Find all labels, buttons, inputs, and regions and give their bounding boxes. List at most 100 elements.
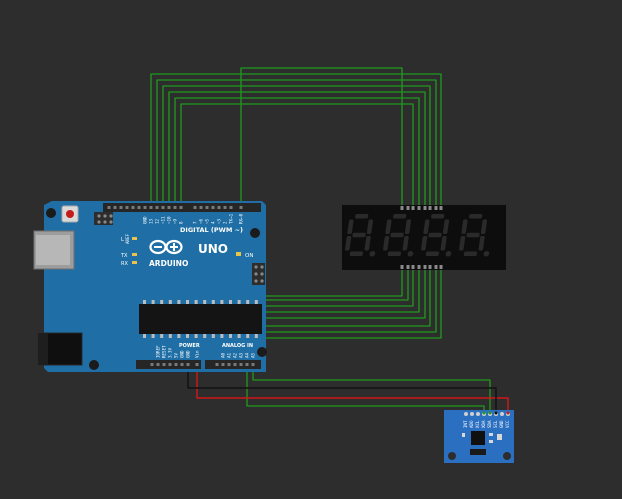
digital-pin-hole[interactable] — [149, 206, 153, 209]
digital-pin-hole[interactable] — [239, 206, 243, 209]
wire-d8[interactable] — [180, 103, 414, 210]
digital-pin-hole[interactable] — [173, 206, 177, 209]
digital-pin-hole[interactable] — [223, 206, 227, 209]
reset-button-cap — [66, 210, 74, 218]
display-pin[interactable] — [406, 265, 410, 269]
digital-pin-label: ~11 — [161, 216, 166, 224]
segment — [428, 232, 442, 238]
chip-leg — [237, 300, 241, 304]
sensor-pin[interactable] — [476, 412, 480, 416]
sensor-smd — [462, 433, 465, 437]
digital-pin-hole[interactable] — [161, 206, 165, 209]
power-pin-hole[interactable] — [195, 363, 199, 366]
display-pin[interactable] — [439, 206, 443, 210]
digital-pin-hole[interactable] — [107, 206, 111, 209]
digital-pin-hole[interactable] — [137, 206, 141, 209]
power-pin-hole[interactable] — [156, 363, 160, 366]
wire-vcc[interactable] — [196, 366, 509, 412]
digital-pin-hole[interactable] — [179, 206, 183, 209]
wire-a4-sda[interactable] — [246, 366, 485, 412]
sensor-pin[interactable] — [470, 412, 474, 416]
decimal-point — [369, 250, 376, 257]
digital-pin-hole[interactable] — [193, 206, 197, 209]
sensor-pin-label: XDA — [481, 420, 486, 428]
analog-pin-hole[interactable] — [221, 363, 225, 366]
sensor-pin[interactable] — [464, 412, 468, 416]
analog-pin-hole[interactable] — [215, 363, 219, 366]
chip-leg — [194, 300, 198, 304]
analog-pin-hole[interactable] — [251, 363, 255, 366]
analog-pin-hole[interactable] — [239, 363, 243, 366]
digital-pin-hole[interactable] — [125, 206, 129, 209]
digital-pin-hole[interactable] — [167, 206, 171, 209]
display-pin[interactable] — [428, 265, 432, 269]
wire-a5-scl[interactable] — [252, 366, 491, 412]
wire-d11[interactable] — [162, 85, 431, 210]
digital-pin-hole[interactable] — [199, 206, 203, 209]
analog-pin-hole[interactable] — [233, 363, 237, 366]
display-pin[interactable] — [434, 265, 438, 269]
wire-d13[interactable] — [150, 73, 442, 210]
chip-leg — [168, 300, 172, 304]
power-pin-hole[interactable] — [180, 363, 184, 366]
chip-leg — [186, 300, 189, 304]
power-pin-hole[interactable] — [174, 363, 178, 366]
digital-pin-label: ~6 — [199, 218, 204, 224]
digital-pin-hole[interactable] — [119, 206, 123, 209]
digital-header-label: DIGITAL (PWM ~) — [180, 226, 243, 234]
wire-d12[interactable] — [156, 79, 437, 210]
power-pin-hole[interactable] — [168, 363, 172, 366]
digital-pin-holes — [107, 206, 243, 209]
sensor-pin-label: INT — [463, 420, 468, 428]
display-pin[interactable] — [406, 206, 410, 210]
sensor-pin[interactable] — [500, 412, 504, 416]
display-pin[interactable] — [411, 206, 415, 210]
chip-leg — [177, 334, 181, 338]
display-pin[interactable] — [428, 206, 432, 210]
segment — [478, 236, 485, 251]
analog-pin-hole[interactable] — [227, 363, 231, 366]
segment — [366, 219, 374, 234]
display-pin[interactable] — [417, 265, 421, 269]
segment — [385, 219, 392, 234]
chip-leg — [143, 300, 146, 304]
wire-d10[interactable] — [168, 91, 426, 210]
chip-leg — [168, 334, 172, 338]
wire-d2[interactable] — [240, 67, 403, 210]
analog-pin-label: A4 — [245, 352, 250, 358]
digital-pin-label: TX→1 — [229, 213, 234, 224]
digital-pin-hole[interactable] — [143, 206, 147, 209]
display-pin[interactable] — [400, 206, 404, 210]
seven-segment-display[interactable]: 8.8.8.8. — [342, 205, 506, 270]
display-pin[interactable] — [434, 206, 438, 210]
digital-pin-hole[interactable] — [211, 206, 215, 209]
power-pin-hole[interactable] — [150, 363, 154, 366]
digital-pin-hole[interactable] — [131, 206, 135, 209]
digital-pin-hole[interactable] — [205, 206, 209, 209]
digital-pin-hole[interactable] — [229, 206, 233, 209]
display-pin[interactable] — [439, 265, 443, 269]
digital-pin-hole[interactable] — [217, 206, 221, 209]
power-pin-hole[interactable] — [162, 363, 166, 366]
chip-leg — [211, 334, 215, 338]
display-pin[interactable] — [423, 206, 427, 210]
digital-pin-hole[interactable] — [113, 206, 117, 209]
segment — [442, 219, 450, 234]
display-pin[interactable] — [400, 265, 404, 269]
wire-gnd[interactable] — [187, 366, 497, 412]
analog-pin-label: A2 — [233, 352, 238, 358]
display-pin[interactable] — [423, 265, 427, 269]
sensor-chip — [471, 431, 485, 445]
power-pin-hole[interactable] — [186, 363, 190, 366]
analog-pin-hole[interactable] — [245, 363, 249, 366]
mount-hole — [250, 228, 260, 238]
wire-d9[interactable] — [174, 97, 420, 210]
digital-pin-hole[interactable] — [155, 206, 159, 209]
display-pin[interactable] — [411, 265, 415, 269]
display-pin[interactable] — [417, 206, 421, 210]
